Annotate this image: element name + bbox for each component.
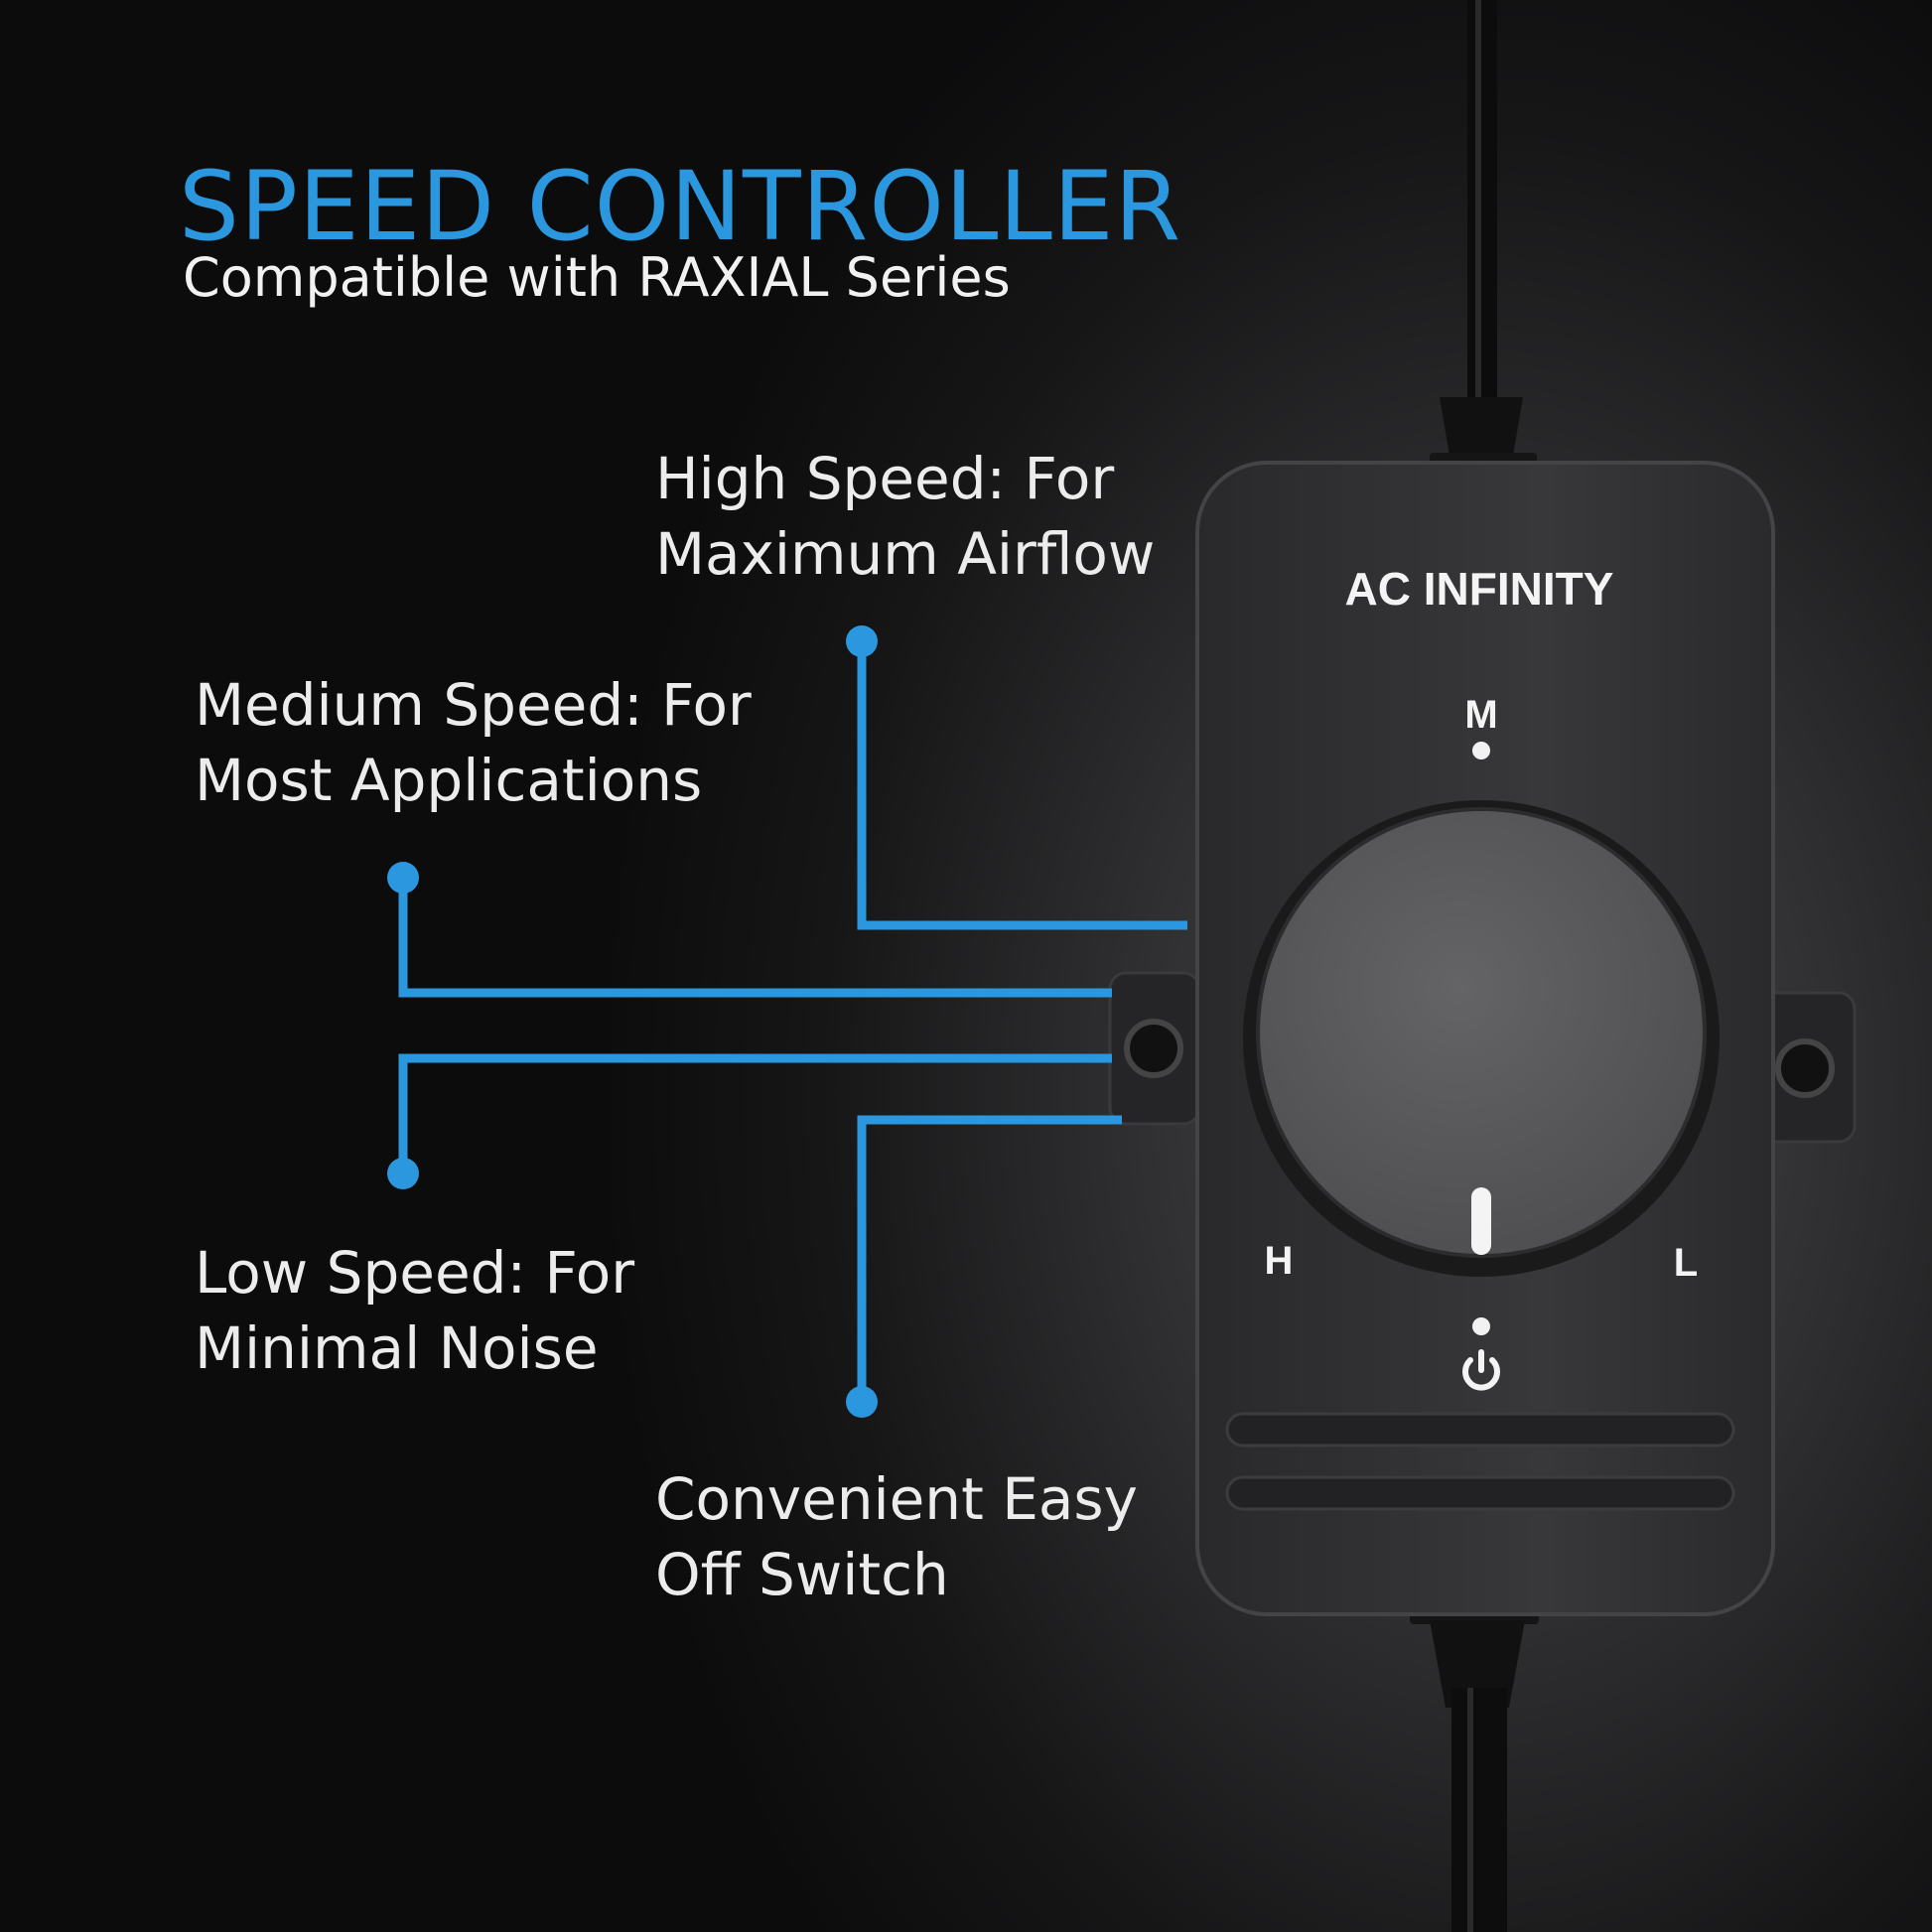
cable-top bbox=[1430, 0, 1537, 477]
callout-line: Low Speed: For bbox=[195, 1239, 635, 1307]
connector-dot-off bbox=[846, 1386, 878, 1418]
connector-low bbox=[398, 1053, 1112, 1173]
off-indicator-dot bbox=[1472, 1317, 1490, 1335]
callout-line: Most Applications bbox=[195, 747, 703, 814]
page-subtitle: Compatible with RAXIAL Series bbox=[183, 246, 1011, 309]
connector-off bbox=[857, 1115, 1122, 1402]
brand-logo-text: AC INFINITY bbox=[1344, 563, 1614, 615]
vent-slot bbox=[1225, 1475, 1735, 1511]
cable-bottom bbox=[1410, 1600, 1539, 1932]
callout-off-switch: Convenient Easy Off Switch bbox=[655, 1461, 1138, 1612]
callout-line: Maximum Airflow bbox=[655, 520, 1156, 588]
mounting-tab-left bbox=[1108, 971, 1201, 1126]
connector-high bbox=[857, 641, 1187, 930]
connector-dot-low bbox=[387, 1158, 419, 1189]
speed-mark-medium: M bbox=[1464, 693, 1498, 737]
power-icon bbox=[1462, 1349, 1500, 1391]
callout-high-speed: High Speed: For Maximum Airflow bbox=[655, 441, 1155, 592]
speed-mark-low: L bbox=[1673, 1241, 1699, 1285]
callout-line: High Speed: For bbox=[655, 445, 1115, 512]
page-title: SPEED CONTROLLER bbox=[179, 151, 1182, 262]
callout-medium-speed: Medium Speed: For Most Applications bbox=[195, 667, 752, 818]
connector-dot-high bbox=[846, 625, 878, 657]
speed-mark-high: H bbox=[1264, 1239, 1294, 1283]
connector-medium bbox=[398, 878, 1112, 998]
callout-lines bbox=[398, 641, 1187, 1402]
callout-low-speed: Low Speed: For Minimal Noise bbox=[195, 1235, 634, 1386]
speed-knob bbox=[1243, 800, 1720, 1277]
vent-slot bbox=[1225, 1412, 1735, 1448]
medium-indicator-dot bbox=[1472, 742, 1490, 759]
callout-line: Off Switch bbox=[655, 1541, 949, 1608]
callout-dots bbox=[387, 625, 878, 1418]
callout-line: Medium Speed: For bbox=[195, 671, 752, 739]
callout-line: Convenient Easy bbox=[655, 1465, 1138, 1533]
callout-line: Minimal Noise bbox=[195, 1314, 599, 1382]
connector-dot-medium bbox=[387, 862, 419, 894]
